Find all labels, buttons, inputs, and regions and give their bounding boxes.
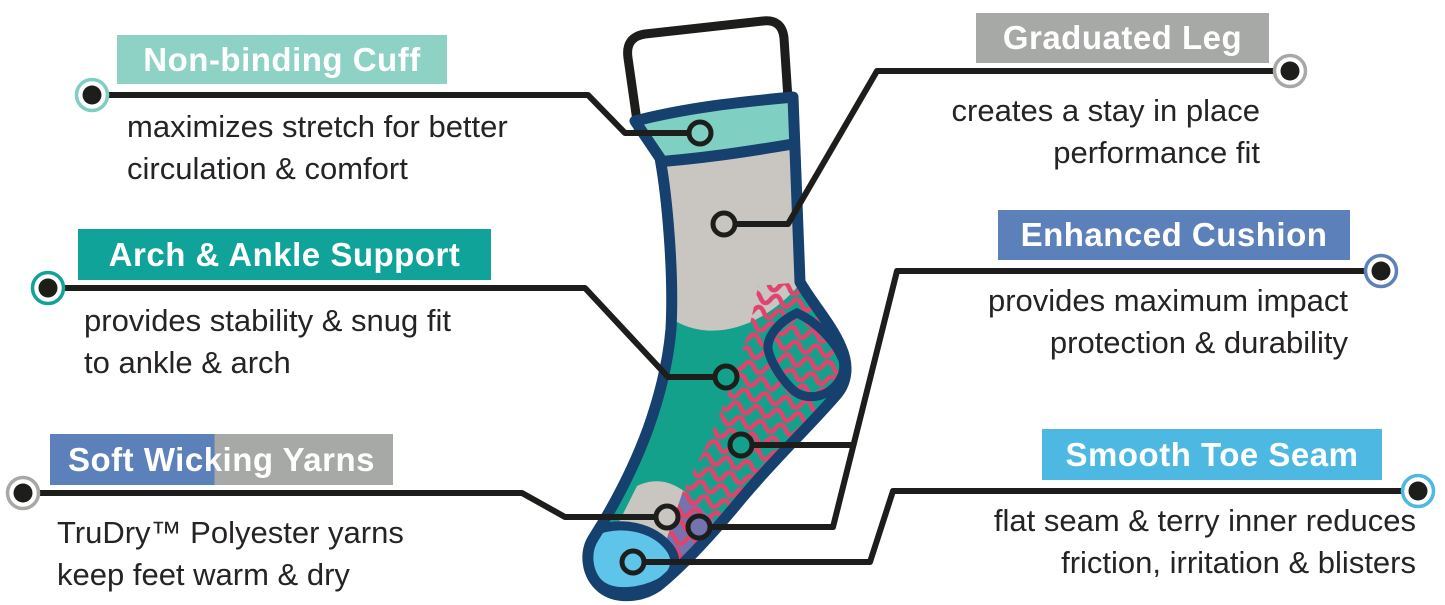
callout-description-non-binding-cuff: maximizes stretch for better circulation…	[127, 109, 508, 186]
connector-smooth-toe-seam	[630, 488, 1421, 565]
sock-opening-outline	[623, 16, 793, 133]
sock-point-markers	[619, 119, 755, 576]
marker-ball-cushion	[685, 513, 713, 541]
connector-enhanced-cushion	[696, 268, 1384, 530]
marker-arch	[712, 363, 740, 391]
sock-cushion-pattern-zone	[681, 268, 847, 562]
callout-endpoint-dots	[5, 53, 1436, 511]
marker-leg	[710, 210, 738, 238]
callout-description-graduated-leg: creates a stay in place performance fit	[951, 93, 1260, 170]
callout-title-non-binding-cuff: Non-binding Cuff	[117, 35, 447, 84]
callout-title-soft-wicking-yarns: Soft Wicking Yarns	[50, 434, 393, 485]
callout-description-soft-wicking-yarns: TruDry™ Polyester yarns keep feet warm &…	[57, 515, 404, 592]
callout-description-arch-ankle-support: provides stability & snug fit to ankle &…	[84, 303, 452, 380]
callout-connectors	[20, 68, 1421, 565]
connector-non-binding-cuff	[89, 92, 703, 136]
connector-arch-ankle-support	[45, 285, 729, 380]
endpoint-arch-ankle-support	[30, 270, 66, 306]
marker-heel-cushion	[727, 431, 755, 459]
marker-wicking	[653, 503, 681, 531]
marker-toe	[619, 548, 647, 576]
connector-soft-wicking-yarns	[20, 490, 670, 520]
callout-title-enhanced-cushion: Enhanced Cushion	[998, 210, 1350, 260]
endpoint-smooth-toe-seam	[1400, 473, 1436, 509]
callout-title-graduated-leg: Graduated Leg	[976, 13, 1269, 63]
sock-heel-patch	[763, 308, 847, 402]
callout-title-arch-ankle-support: Arch & Ankle Support	[78, 229, 491, 280]
callout-description-enhanced-cushion: provides maximum impact protection & dur…	[987, 283, 1348, 360]
endpoint-graduated-leg	[1272, 53, 1308, 89]
callout-title-smooth-toe-seam: Smooth Toe Seam	[1042, 429, 1382, 480]
marker-cuff	[686, 119, 714, 147]
callout-description-smooth-toe-seam: flat seam & terry inner reduces friction…	[993, 503, 1416, 580]
endpoint-non-binding-cuff	[74, 77, 110, 113]
connector-graduated-leg	[721, 68, 1293, 227]
endpoint-enhanced-cushion	[1363, 253, 1399, 289]
endpoint-soft-wicking-yarns	[5, 475, 41, 511]
